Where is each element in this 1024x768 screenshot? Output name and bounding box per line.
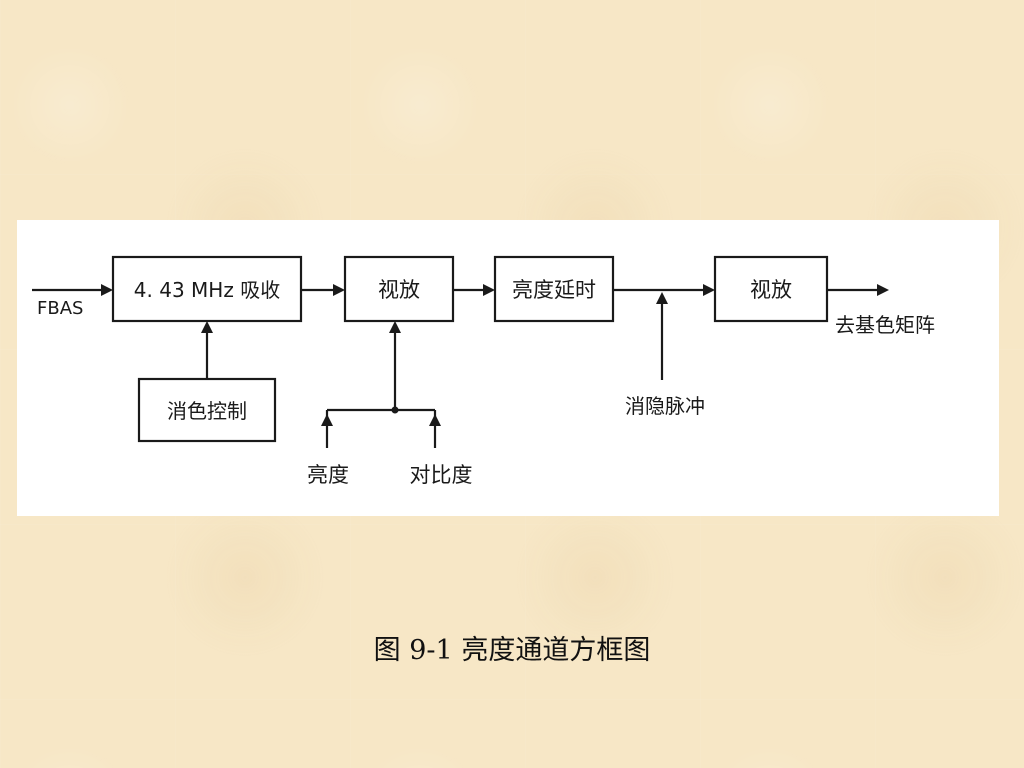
color-kill-control-label: 消色控制 <box>167 399 247 423</box>
control-trunk-arrowhead <box>389 321 401 333</box>
luma-delay-block <box>493 255 615 323</box>
input-arrowhead <box>101 284 113 296</box>
brightness-label: 亮度 <box>307 463 349 487</box>
video-amp-1-label: 视放 <box>378 278 420 302</box>
luma-delay-label: 亮度延时 <box>512 278 596 302</box>
luma-channel-block-diagram: FBAS 4. 43 MHz 吸收 视放 亮度延时 消隐脉冲 <box>32 255 935 487</box>
absorption-block-label: 4. 43 MHz 吸收 <box>134 278 280 302</box>
video-amp-2-label: 视放 <box>750 278 792 302</box>
arrowhead-amp1 <box>333 284 345 296</box>
brightness-arrowhead <box>321 414 333 426</box>
contrast-label: 对比度 <box>410 463 473 487</box>
figure-panel: FBAS 4. 43 MHz 吸收 视放 亮度延时 消隐脉冲 <box>17 220 999 516</box>
blanking-pulse-arrowhead <box>656 292 668 304</box>
blanking-pulse-label: 消隐脉冲 <box>625 394 705 418</box>
arrowhead-amp2 <box>703 284 715 296</box>
color-kill-arrowhead <box>201 321 213 333</box>
figure-caption: 图 9-1 亮度通道方框图 <box>373 635 651 666</box>
output-arrowhead <box>877 284 889 296</box>
input-label-fbas: FBAS <box>37 298 83 319</box>
output-label: 去基色矩阵 <box>835 313 935 337</box>
color-kill-control-block <box>137 377 277 443</box>
video-amp-1-block <box>343 255 455 323</box>
contrast-arrowhead <box>429 414 441 426</box>
arrowhead-delay <box>483 284 495 296</box>
